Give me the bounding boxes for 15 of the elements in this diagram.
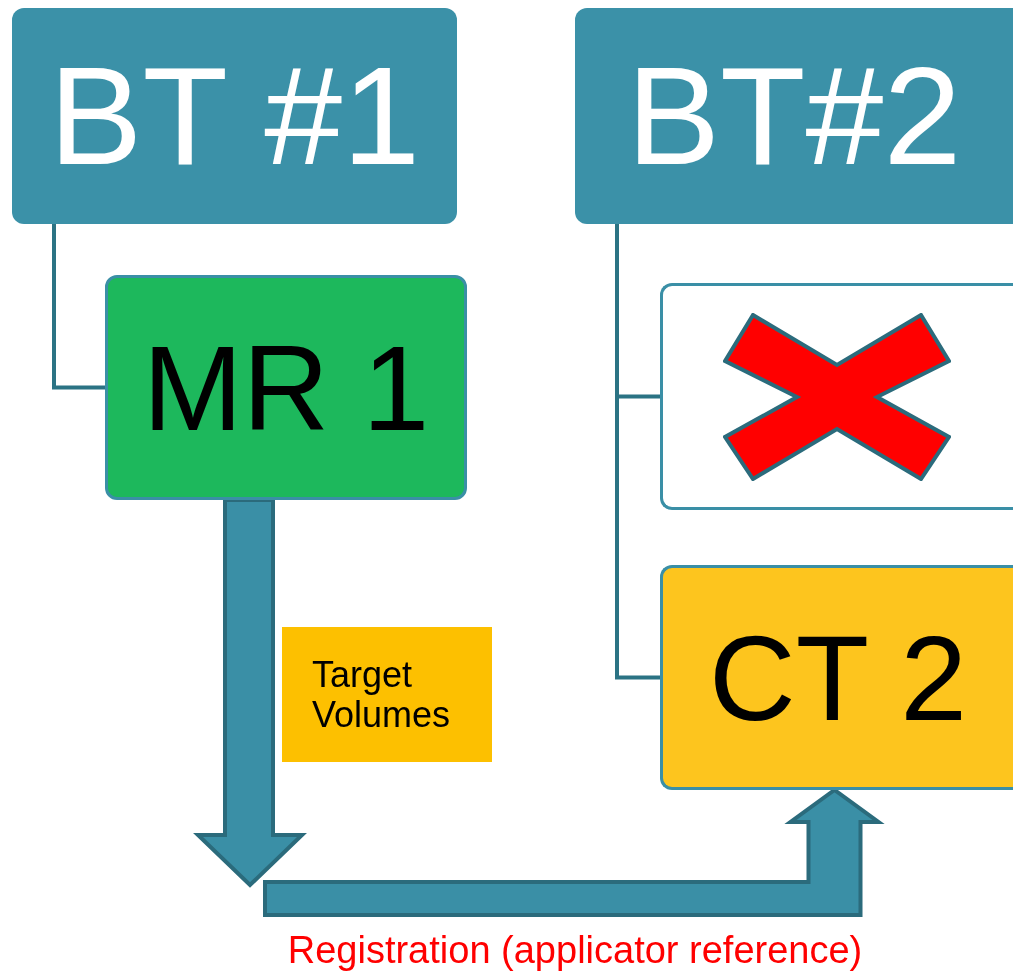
header-box — [12, 8, 457, 224]
block-arrow — [193, 498, 307, 888]
process-box — [660, 283, 1013, 510]
process-box — [105, 275, 467, 500]
note-box — [282, 627, 492, 762]
note-text: Target Volumes — [312, 654, 452, 735]
process-box — [660, 565, 1013, 790]
header-box — [575, 8, 1013, 224]
node-label: BT #1 — [49, 39, 420, 193]
node-label: BT#2 — [626, 39, 962, 193]
block-arrow — [263, 787, 885, 917]
node-label: CT 2 — [709, 611, 967, 744]
connector-line — [52, 224, 105, 390]
node-label: MR 1 — [142, 321, 430, 454]
connector-line — [615, 224, 660, 680]
